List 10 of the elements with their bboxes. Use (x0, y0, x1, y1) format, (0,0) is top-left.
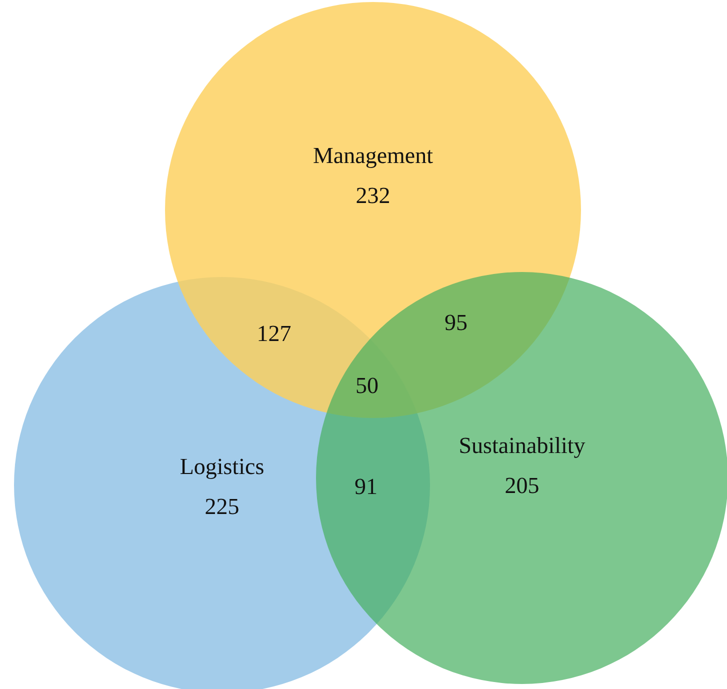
set-name: Logistics (180, 453, 264, 481)
set-name: Sustainability (458, 432, 586, 460)
count-value: 225 (204, 493, 240, 521)
count-value: 205 (504, 472, 540, 500)
count-value: 50 (356, 373, 378, 399)
count-value: 91 (354, 474, 378, 500)
count-value: 127 (256, 321, 292, 347)
count-value: 95 (444, 310, 468, 336)
count-value: 232 (356, 182, 390, 210)
set-name: Management (312, 142, 434, 170)
